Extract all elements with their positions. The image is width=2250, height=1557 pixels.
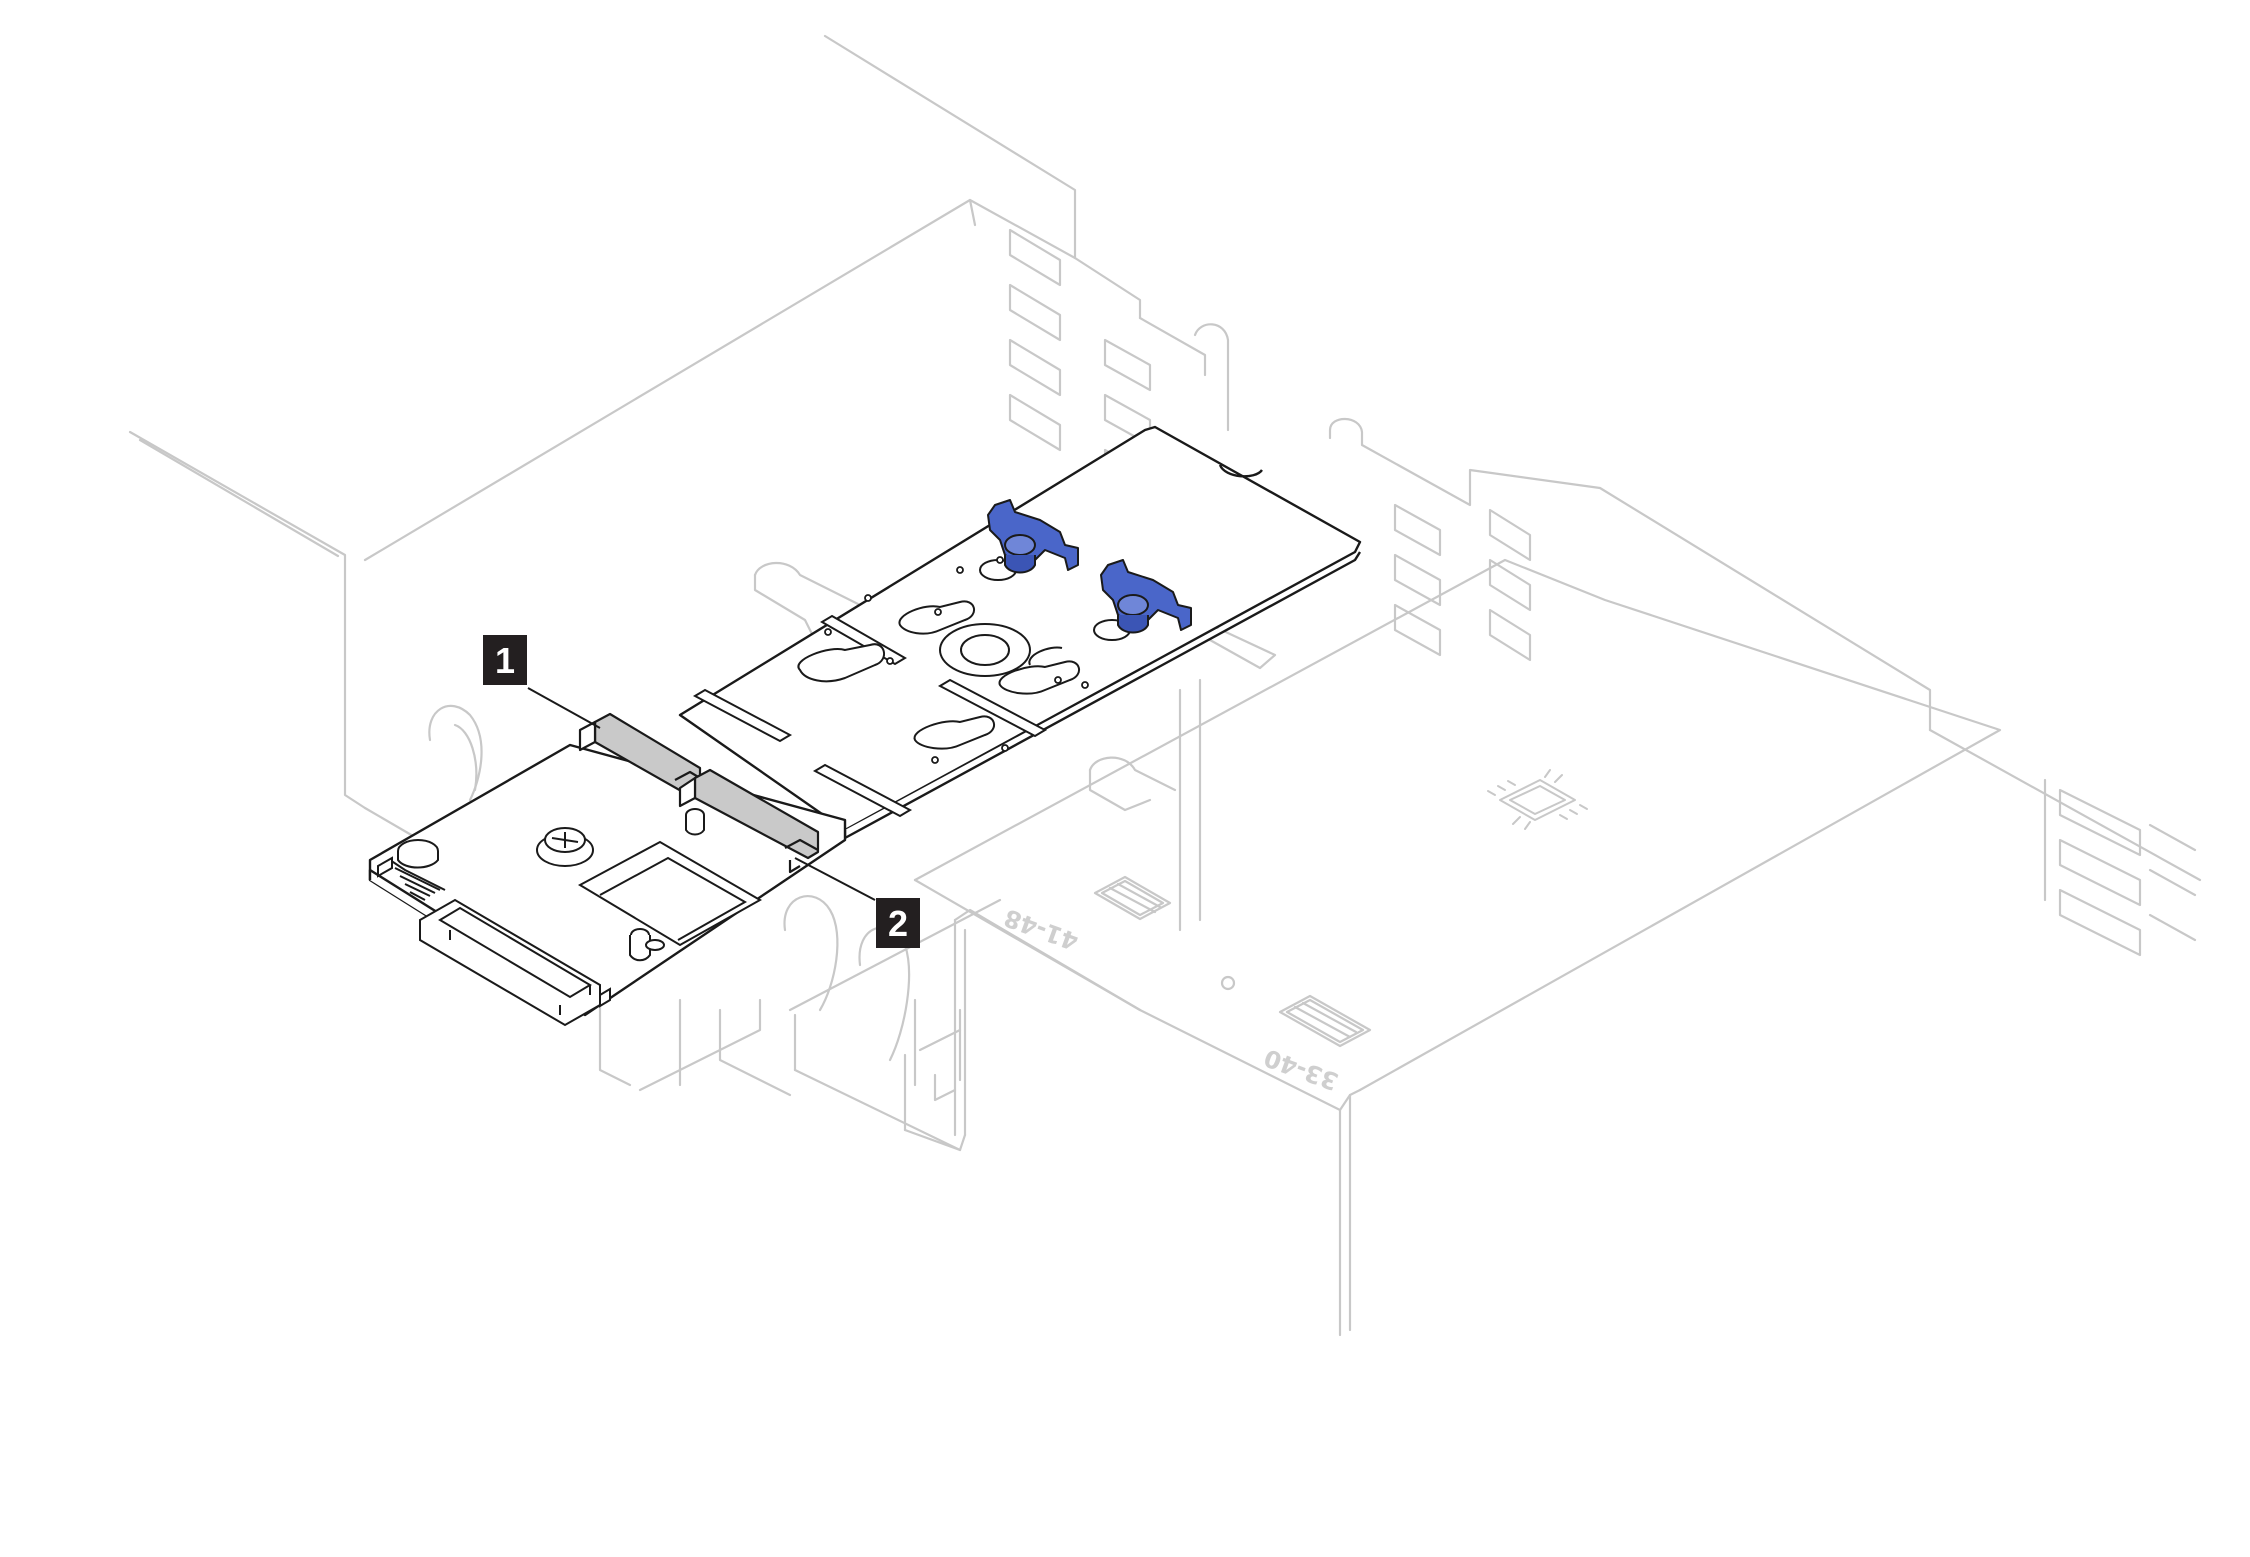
bay-range-label-left: 41-48 (1000, 903, 1082, 956)
callout-2-label: 2 (888, 903, 908, 944)
callout-1-label: 1 (495, 640, 515, 681)
tray-slots (692, 559, 1131, 818)
retainer-clip-left[interactable] (987, 499, 1079, 574)
retainer-clip-right[interactable] (1100, 559, 1192, 634)
callout-1: 1 (483, 635, 527, 685)
tray-dots (824, 556, 1089, 764)
cpu-chip-icon (1487, 769, 1588, 830)
drive-label-plate-left (1093, 875, 1172, 921)
board-components (377, 808, 763, 1027)
callout-leaders (527, 687, 876, 901)
m2-connector-slot-2[interactable] (678, 768, 820, 874)
vent-slots-right (1393, 503, 1532, 662)
chassis-ghost (128, 34, 2202, 1337)
drive-label-plate-right (1278, 994, 1372, 1048)
callout-2: 2 (876, 898, 920, 948)
m2-carrier-board (368, 425, 1362, 1017)
bay-range-label-right: 33-40 (1260, 1043, 1342, 1096)
